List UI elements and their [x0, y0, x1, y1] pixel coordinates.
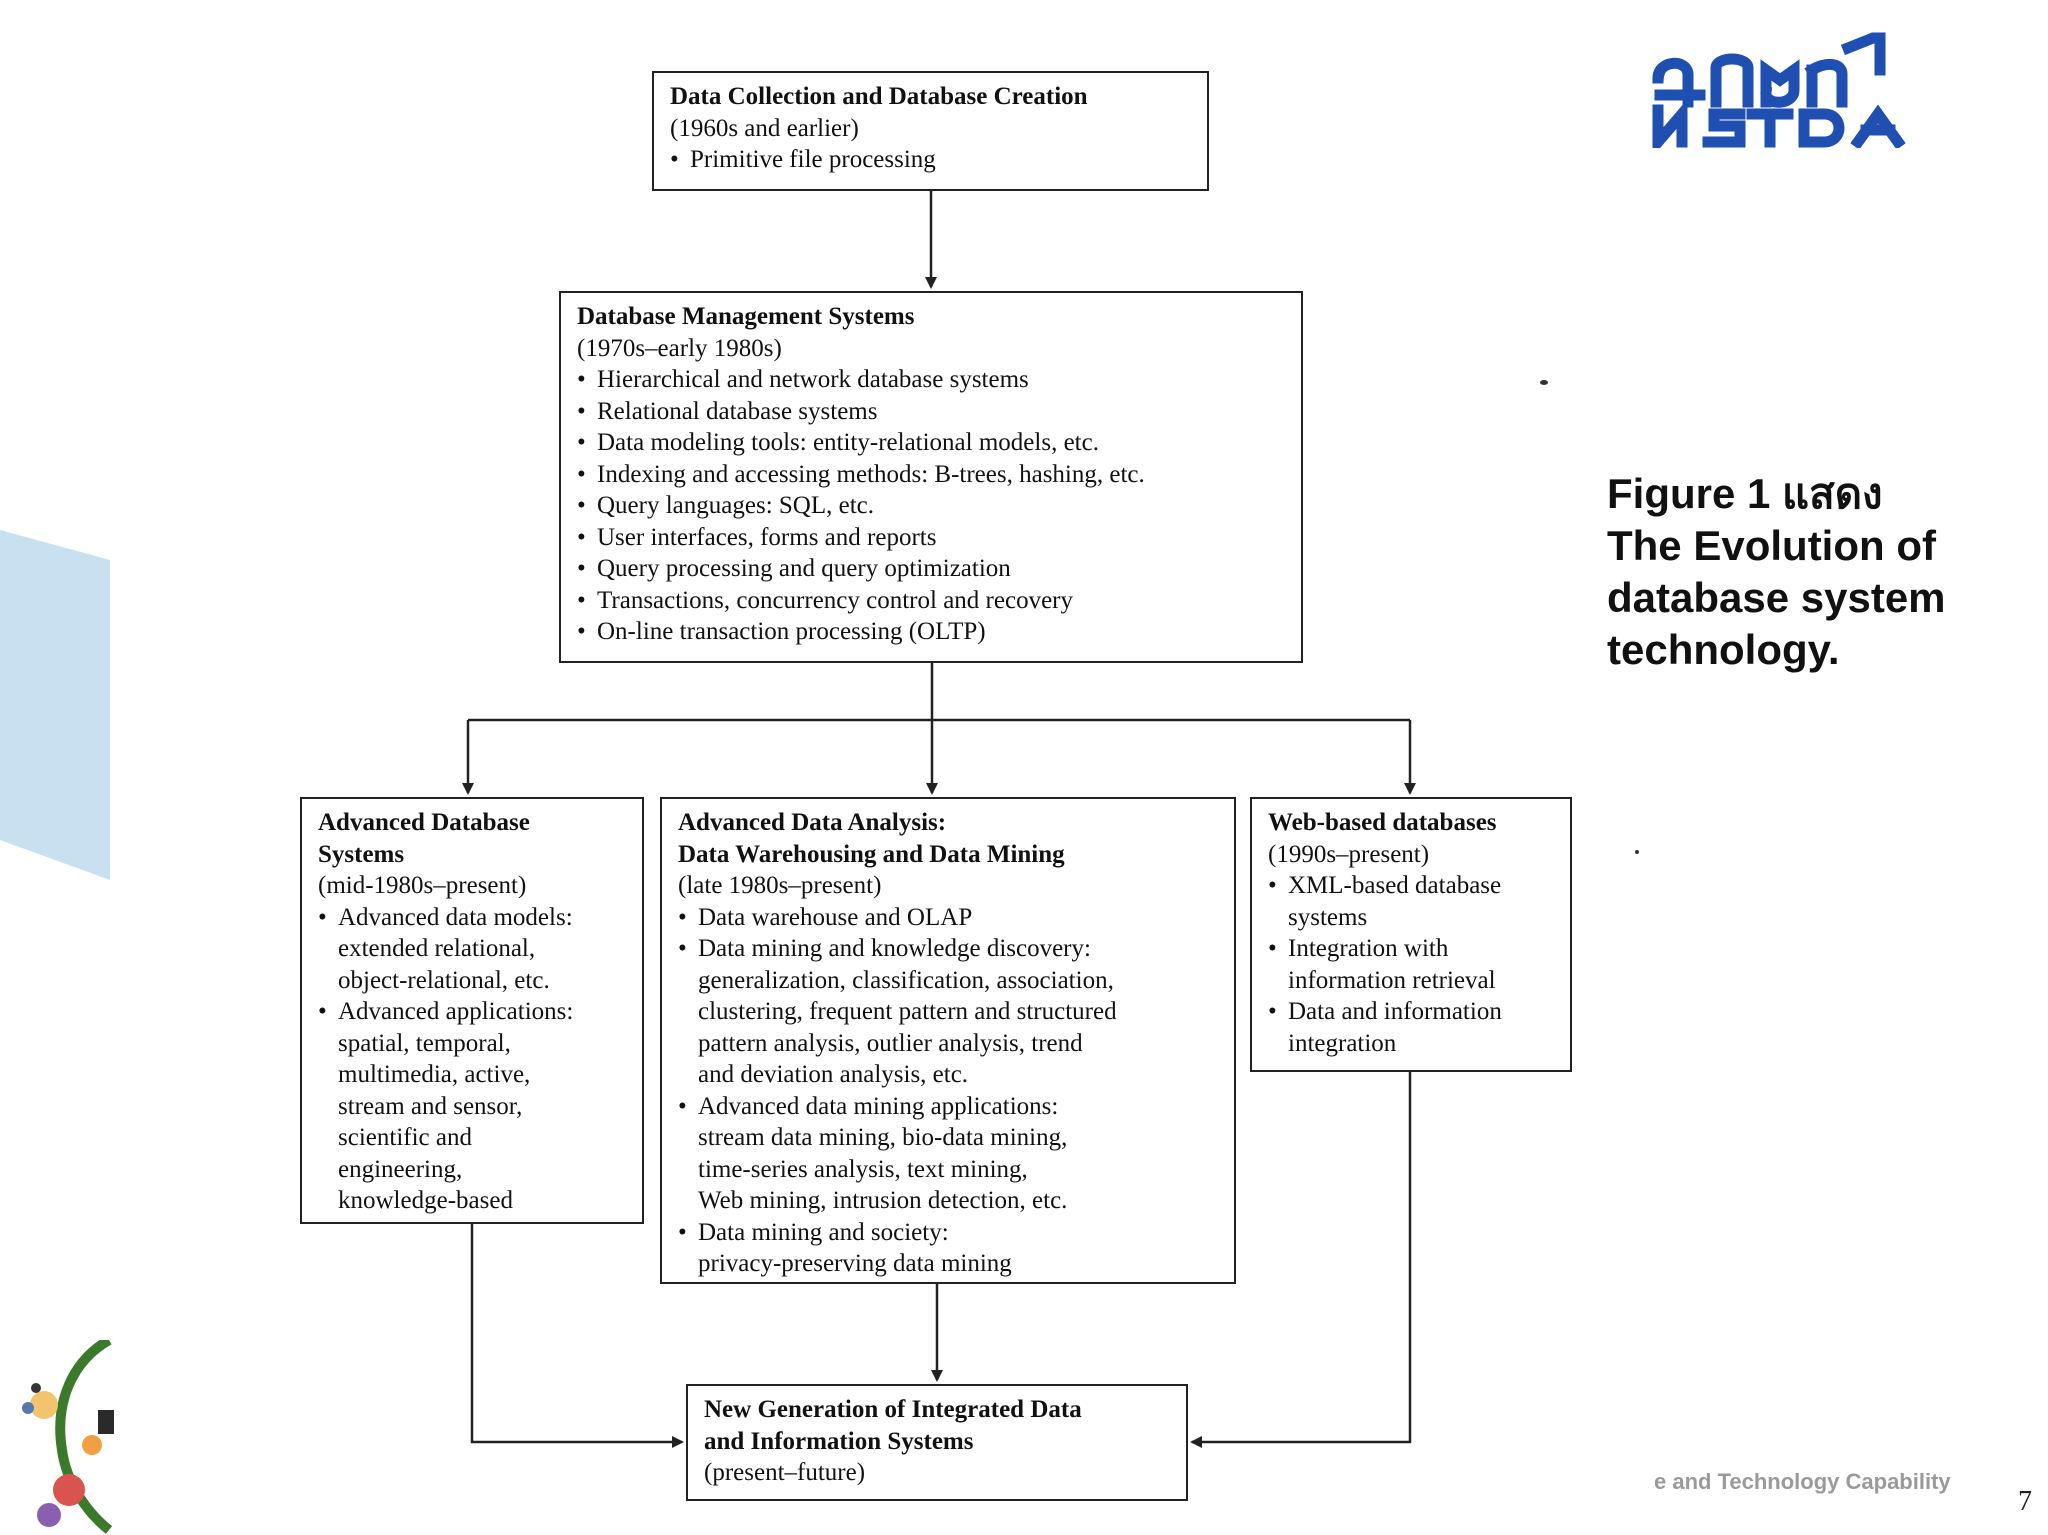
list-item: Data warehouse and OLAP — [678, 902, 1218, 934]
box-title: Data Warehousing and Data Mining — [678, 840, 1065, 868]
box-web-based-databases: Web-based databases (1990s–present) XML-… — [1250, 797, 1572, 1072]
box-title: Advanced Data Analysis: — [678, 809, 947, 836]
box-new-generation: New Generation of Integrated Data and In… — [686, 1384, 1188, 1501]
decorative-illustration — [22, 1340, 114, 1534]
box-period: (1960s and earlier) — [670, 114, 859, 142]
box-title: Web-based databases — [1268, 809, 1497, 836]
caption-line: technology. — [1607, 626, 1840, 673]
speck — [1635, 850, 1639, 854]
box-period: (present–future) — [704, 1459, 866, 1486]
list-item: Advanced data models: extended relationa… — [318, 902, 626, 997]
list-item: Indexing and accessing methods: B-trees,… — [577, 459, 1285, 491]
box-title: New Generation of Integrated Data — [704, 1396, 1082, 1423]
list-item: Advanced applications: spatial, temporal… — [318, 996, 626, 1217]
list-item: XML-based database systems — [1268, 870, 1554, 933]
box-period: (1970s–early 1980s) — [577, 334, 782, 362]
box-items: Data warehouse and OLAP Data mining and … — [678, 902, 1218, 1280]
box-title: Database Management Systems — [577, 303, 915, 330]
list-item: Advanced data mining applications: strea… — [678, 1091, 1218, 1217]
arrow-web-db-to-newgen — [1190, 1072, 1412, 1448]
list-item: On-line transaction processing (OLTP) — [577, 616, 1285, 648]
list-item: User interfaces, forms and reports — [577, 522, 1285, 554]
box-dbms: Database Management Systems (1970s–early… — [559, 291, 1303, 663]
box-items: Hierarchical and network database system… — [577, 364, 1285, 648]
box-advanced-data-analysis: Advanced Data Analysis: Data Warehousing… — [660, 797, 1236, 1284]
caption-line: Figure 1 แสดง — [1607, 470, 1883, 517]
page-number: 7 — [2018, 1486, 2032, 1517]
box-period: (late 1980s–present) — [678, 872, 882, 899]
list-item: Relational database systems — [577, 396, 1285, 428]
box-title: Data Collection and Database Creation — [670, 83, 1088, 110]
arrow-advanced-db-to-newgen — [470, 1224, 684, 1448]
list-item: Primitive file processing — [670, 144, 1191, 176]
speck — [1540, 380, 1548, 385]
box-title: Advanced Database — [318, 809, 530, 836]
box-items: XML-based database systems Integration w… — [1268, 870, 1554, 1059]
list-item: Data mining and society: privacy-preserv… — [678, 1217, 1218, 1280]
caption-line: The Evolution of — [1607, 522, 1936, 569]
nstda-logo — [1648, 30, 2004, 157]
box-period: (mid-1980s–present) — [318, 872, 527, 899]
nstda-logo-mark — [1652, 32, 1906, 157]
decorative-wedge — [0, 530, 110, 880]
list-item: Data modeling tools: entity-relational m… — [577, 427, 1285, 459]
box-items: Primitive file processing — [670, 144, 1191, 176]
box-items: Advanced data models: extended relationa… — [318, 902, 626, 1217]
box-data-collection: Data Collection and Database Creation (1… — [652, 71, 1209, 191]
footer-text: e and Technology Capability — [1654, 1469, 1951, 1494]
box-period: (1990s–present) — [1268, 840, 1430, 868]
list-item: Integration with information retrieval — [1268, 933, 1554, 996]
list-item: Hierarchical and network database system… — [577, 364, 1285, 396]
figure-caption: Figure 1 แสดง The Evolution of database … — [1607, 468, 2037, 676]
list-item: Query processing and query optimization — [577, 553, 1285, 585]
list-item: Query languages: SQL, etc. — [577, 490, 1285, 522]
list-item: Transactions, concurrency control and re… — [577, 585, 1285, 617]
list-item: Data mining and knowledge discovery: gen… — [678, 933, 1218, 1091]
box-advanced-database-systems: Advanced Database Systems (mid-1980s–pre… — [300, 797, 644, 1224]
box-title: Systems — [318, 840, 405, 868]
box-title: and Information Systems — [704, 1427, 974, 1455]
caption-line: database system — [1607, 574, 1946, 621]
list-item: Data and information integration — [1268, 996, 1554, 1059]
